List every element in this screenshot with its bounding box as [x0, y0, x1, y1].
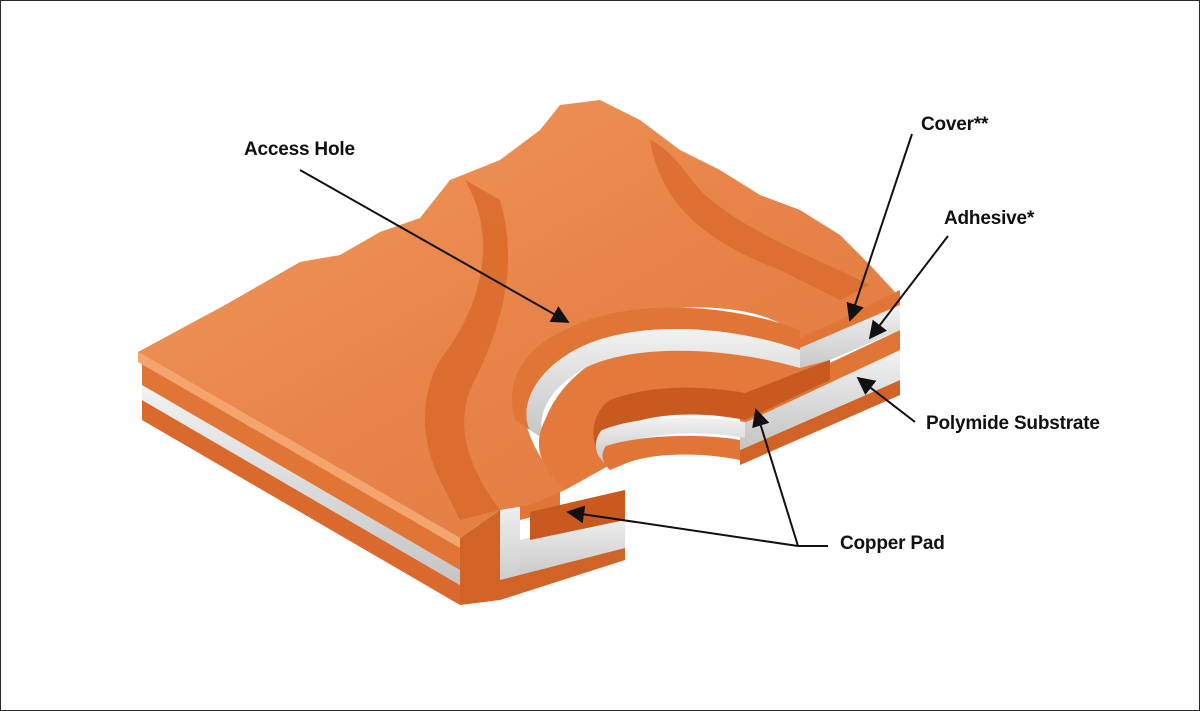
adhesive-leader [868, 235, 949, 340]
copper-pad-label: Copper Pad [840, 533, 945, 554]
access-hole-cutaway [512, 307, 830, 540]
cover-leader [846, 133, 913, 322]
cover-layer [138, 100, 895, 538]
polymide-substrate-label: Polymide Substrate [926, 413, 1100, 434]
copper-pad-leader-right [752, 408, 799, 547]
adhesive-label: Adhesive* [944, 208, 1035, 229]
copper-pad-leader-left [566, 505, 799, 547]
access-hole-leader [299, 169, 570, 323]
substrate-leader [856, 376, 916, 423]
leader-lines [299, 133, 949, 547]
cover-label: Cover** [921, 114, 989, 135]
access-hole-label: Access Hole [244, 139, 355, 160]
